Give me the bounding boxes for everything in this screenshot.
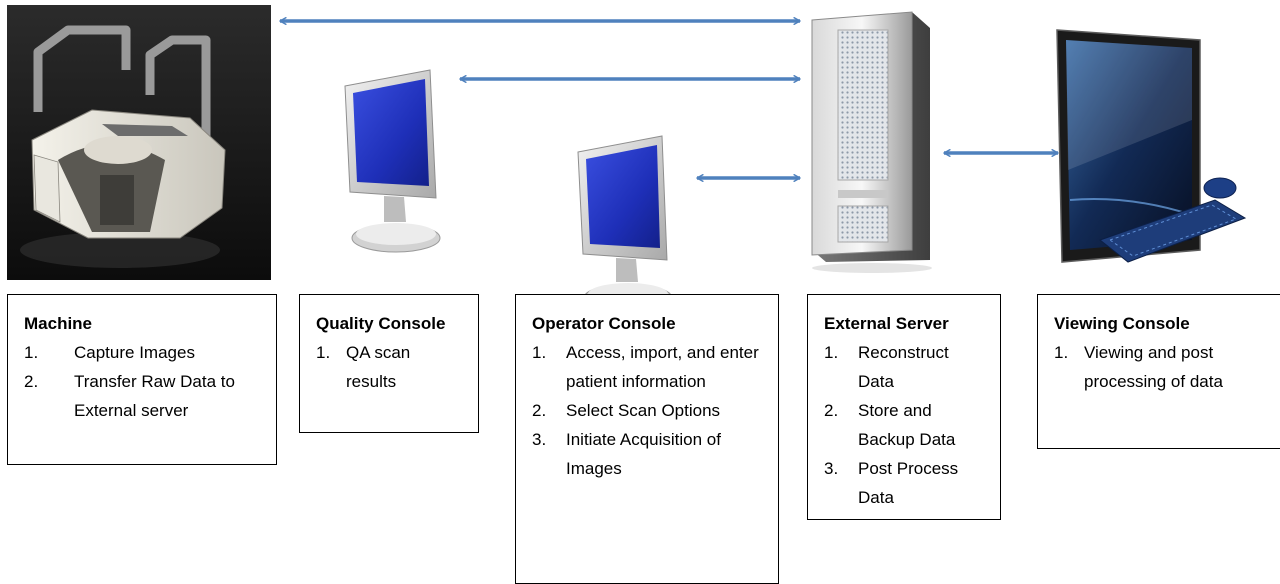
list-item: 3. Initiate Acquisition of Images bbox=[532, 425, 764, 483]
list-item: 2. Select Scan Options bbox=[532, 396, 764, 425]
list-item: 1. Access, import, and enter patient info… bbox=[532, 338, 764, 396]
item-text: Viewing and post processing of data bbox=[1084, 343, 1223, 391]
item-text: Select Scan Options bbox=[566, 401, 721, 420]
item-number: 3. bbox=[532, 430, 547, 449]
item-number: 2. bbox=[24, 372, 39, 391]
item-number: 3. bbox=[824, 459, 839, 478]
item-number: 1. bbox=[532, 343, 547, 362]
list-item: 1. Viewing and post processing of data bbox=[1054, 338, 1266, 396]
operator-console-task-list: 1. Access, import, and enter patient info… bbox=[532, 338, 764, 483]
machine-image bbox=[7, 5, 271, 280]
item-number: 1. bbox=[824, 343, 839, 362]
viewing-console-title: Viewing Console bbox=[1054, 314, 1190, 333]
item-text: Initiate Acquisition of Images bbox=[566, 430, 721, 478]
external-server-task-list: 1. Reconstruct Data 2. Store and Backup Da… bbox=[824, 338, 986, 512]
operator-console-title: Operator Console bbox=[532, 314, 676, 333]
external-server-description-box: External Server 1. Reconstruct Data 2. Sto… bbox=[807, 294, 1001, 520]
machine-title: Machine bbox=[24, 314, 93, 333]
item-text: Transfer Raw Data to External server bbox=[74, 372, 235, 420]
list-item: 1. QA scan results bbox=[316, 338, 464, 396]
item-text: Access, import, and enter patient inform… bbox=[566, 343, 759, 391]
list-item: 3. Post Process Data bbox=[824, 454, 986, 512]
item-text: QA scan results bbox=[346, 343, 411, 391]
item-text: Post Process Data bbox=[858, 459, 959, 507]
quality-console-task-list: 1. QA scan results bbox=[316, 338, 464, 396]
item-number: 2. bbox=[532, 401, 547, 420]
quality-console-description-box: Quality Console 1. QA scan results bbox=[299, 294, 479, 433]
item-number: 1. bbox=[316, 343, 331, 362]
connection-arrows bbox=[280, 21, 1058, 178]
list-item: 1. Capture Images bbox=[24, 338, 262, 367]
machine-description-box: Machine 1. Capture Images 2. Transfer Raw … bbox=[7, 294, 277, 465]
operator-console-monitor-image bbox=[577, 135, 673, 313]
item-text: Reconstruct Data bbox=[858, 343, 949, 391]
viewing-console-computer-image bbox=[1056, 29, 1247, 263]
list-item: 2. Store and Backup Data bbox=[824, 396, 986, 454]
item-number: 1. bbox=[24, 343, 39, 362]
viewing-console-description-box: Viewing Console 1. Viewing and post proce… bbox=[1037, 294, 1280, 449]
quality-console-title: Quality Console bbox=[316, 314, 446, 333]
item-text: Capture Images bbox=[74, 343, 195, 362]
external-server-title: External Server bbox=[824, 314, 949, 333]
list-item: 1. Reconstruct Data bbox=[824, 338, 986, 396]
external-server-tower-image bbox=[811, 11, 932, 273]
machine-task-list: 1. Capture Images 2. Transfer Raw Data to … bbox=[24, 338, 262, 425]
quality-console-monitor-image bbox=[344, 69, 441, 253]
list-item: 2. Transfer Raw Data to External server bbox=[24, 367, 262, 425]
operator-console-description-box: Operator Console 1. Access, import, and e… bbox=[515, 294, 779, 584]
item-number: 1. bbox=[1054, 343, 1069, 362]
viewing-console-task-list: 1. Viewing and post processing of data bbox=[1054, 338, 1266, 396]
item-number: 2. bbox=[824, 401, 839, 420]
item-text: Store and Backup Data bbox=[858, 401, 956, 449]
